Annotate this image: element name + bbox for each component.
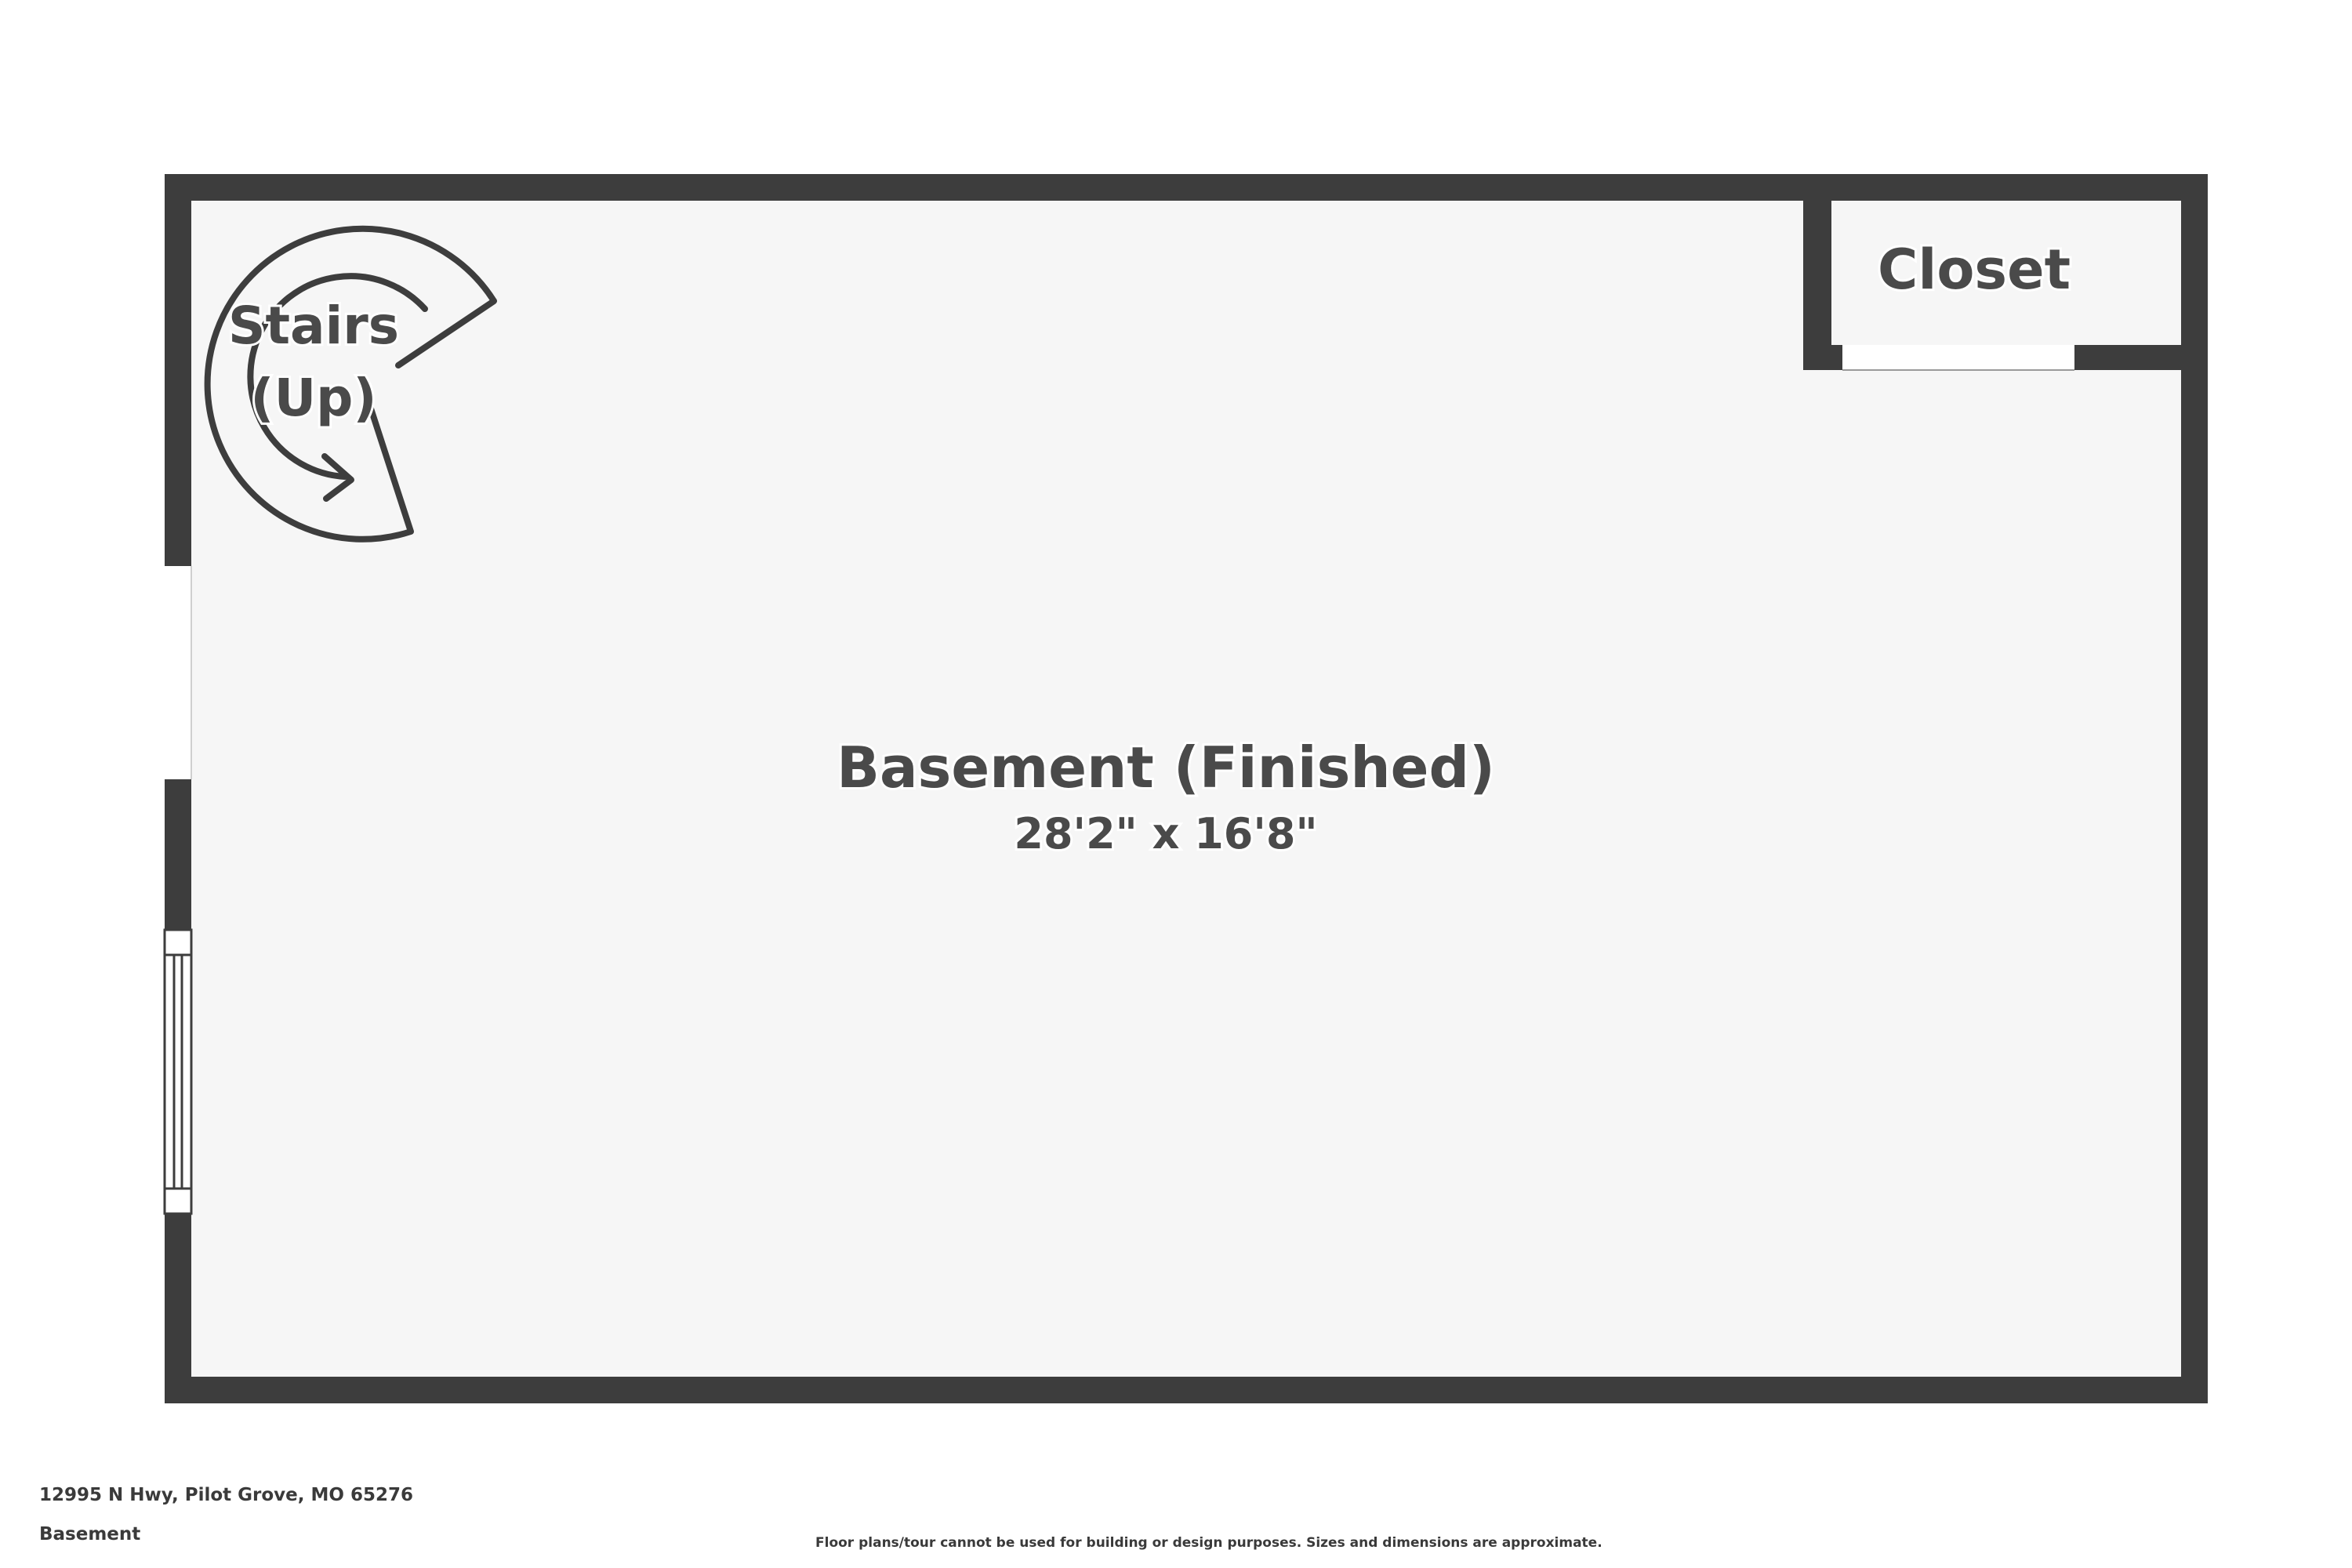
disclaimer: Floor plans/tour cannot be used for buil… xyxy=(815,1535,1602,1551)
basement-dimensions: 28'2" x 16'8" xyxy=(1014,809,1317,858)
basement-floor xyxy=(191,201,2181,1377)
stairs-label: Stairs xyxy=(228,296,399,356)
basement-label: Basement (Finished) xyxy=(837,735,1495,800)
floor-name: Basement xyxy=(39,1524,141,1544)
window xyxy=(163,928,193,1215)
closet-label: Closet xyxy=(1878,238,2071,302)
wall-opening xyxy=(165,566,191,779)
closet-floor xyxy=(1831,201,2181,345)
stairs-direction-label: (Up) xyxy=(250,368,376,428)
property-address: 12995 N Hwy, Pilot Grove, MO 65276 xyxy=(39,1485,413,1505)
spiral-stairs-icon xyxy=(204,225,497,543)
closet-door-opening xyxy=(1842,345,2074,370)
